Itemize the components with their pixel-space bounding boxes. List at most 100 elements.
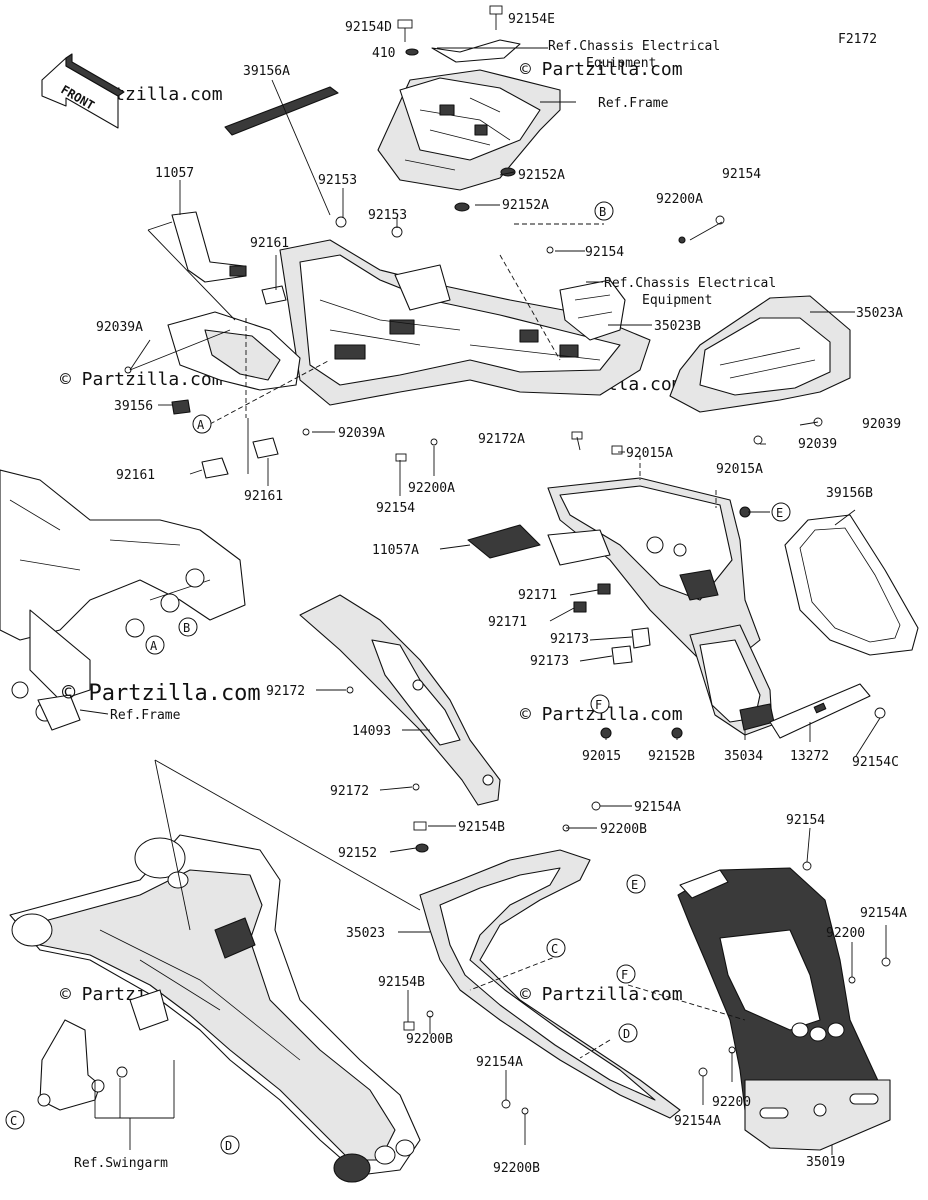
clip-92171-b [573,601,587,613]
ref-frame-left: Ref.Frame [110,708,181,723]
watermark-3: © Partzilla.com [60,369,223,390]
callout-C-left: C [5,1110,25,1130]
callout-D-mid: D [618,1023,638,1043]
label-92154A-bottom: 92154A [476,1055,523,1070]
label-92200A-mid: 92200A [408,481,455,496]
front-arrow-icon: FRONT [41,53,125,129]
part-labels: 92154D 92154E 410 Ref.Chassis Electrical… [74,12,907,1176]
ref-chassis-mid-line2: Equipment [642,293,712,308]
rear-fender-tray [279,239,651,406]
license-plate-fender-35034 [547,477,775,736]
rear-fender-35019 [677,867,891,1151]
label-92152A-b: 92152A [502,198,549,213]
watermark-2: © Partzilla.com [520,59,683,80]
label-92171-b: 92171 [488,615,527,630]
label-92200-right: 92200 [826,926,865,941]
cover-35023A [669,295,851,413]
svg-text:E: E [631,878,638,892]
callout-A-top: A [192,414,212,434]
watermark-7: © Partzilla.com [520,984,683,1005]
label-92039-b: 92039 [798,437,837,452]
callout-A-left: A [145,635,165,655]
label-92154E: 92154E [508,12,555,27]
pad-92161-left [201,457,229,479]
label-92154-top: 92154 [722,167,761,182]
label-92154B-top: 92154B [458,820,505,835]
label-92154-left: 92154 [376,501,415,516]
label-92039-a: 92039 [862,417,901,432]
callout-F-mid: F [590,694,610,714]
pad-92161-top [261,285,287,305]
swingarm [9,834,421,1183]
label-92015A-a: 92015A [626,446,673,461]
label-13272: 13272 [790,749,829,764]
callouts: A B E A B F E C F D C D [5,201,791,1155]
callout-D-left: D [220,1135,240,1155]
label-92154A-bottom2: 92154A [674,1114,721,1129]
label-92161-bottom: 92161 [244,489,283,504]
label-92173-a: 92173 [550,632,589,647]
frame-left [0,469,246,731]
label-35023: 35023 [346,926,385,941]
svg-text:D: D [623,1027,630,1041]
label-92171-a: 92171 [518,588,557,603]
sponge-39156 [171,399,191,415]
label-92154B-bottom: 92154B [378,975,425,990]
label-92015A-b: 92015A [716,462,763,477]
bushing-92173-b [611,645,633,665]
label-92152: 92152 [338,846,377,861]
label-92153-a: 92153 [318,173,357,188]
label-35019: 35019 [806,1155,845,1170]
ref-frame-top: Ref.Frame [598,96,669,111]
callout-F-bottom: F [616,964,636,984]
svg-text:A: A [150,639,158,653]
callout-E-bottom: E [626,874,646,894]
label-92161-top: 92161 [250,236,289,251]
label-11057A: 11057A [372,543,419,558]
label-14093: 14093 [352,724,391,739]
watermark-5: © Partzilla.com [520,704,683,725]
bracket-swingarm [37,1019,105,1111]
svg-text:C: C [551,942,558,956]
cover-14093 [299,594,501,806]
watermark-dark: © Partzilla.com [62,681,261,706]
ref-swingarm: Ref.Swingarm [74,1156,168,1171]
label-39156: 39156 [114,399,153,414]
label-92154C: 92154C [852,755,899,770]
label-92200B-bottom: 92200B [406,1032,453,1047]
label-92039A-mid: 92039A [338,426,385,441]
label-92152B: 92152B [648,749,695,764]
svg-text:D: D [225,1139,232,1153]
callout-E-mid: E [771,502,791,522]
label-35023A: 35023A [856,306,903,321]
cover-35023 [419,849,681,1119]
label-92200-bottom: 92200 [712,1095,751,1110]
label-35034: 35034 [724,749,763,764]
label-92200A-top: 92200A [656,192,703,207]
label-92173-b: 92173 [530,654,569,669]
bushing-92173-a [631,627,651,649]
dashed-refs [209,223,746,1059]
callout-B-top: B [594,201,614,221]
pad-92161-bottom [252,437,279,459]
svg-text:C: C [10,1114,17,1128]
svg-text:E: E [776,506,783,520]
label-11057: 11057 [155,166,194,181]
label-92154D: 92154D [345,20,392,35]
callout-C-mid: C [546,938,566,958]
label-92154A-top: 92154A [634,800,681,815]
label-92154-mid: 92154 [585,245,624,260]
label-92153-b: 92153 [368,208,407,223]
bracket-11057 [171,211,247,283]
svg-text:F: F [621,968,628,982]
label-92161-left: 92161 [116,468,155,483]
label-35023B: 35023B [654,319,701,334]
label-39156B: 39156B [826,486,873,501]
label-92172-b: 92172 [330,784,369,799]
bracket-13272 [769,683,871,739]
callout-B-left: B [178,617,198,637]
diagram-code: F2172 [838,32,877,47]
label-410: 410 [372,46,395,61]
svg-text:F: F [595,698,602,712]
svg-text:A: A [197,418,205,432]
